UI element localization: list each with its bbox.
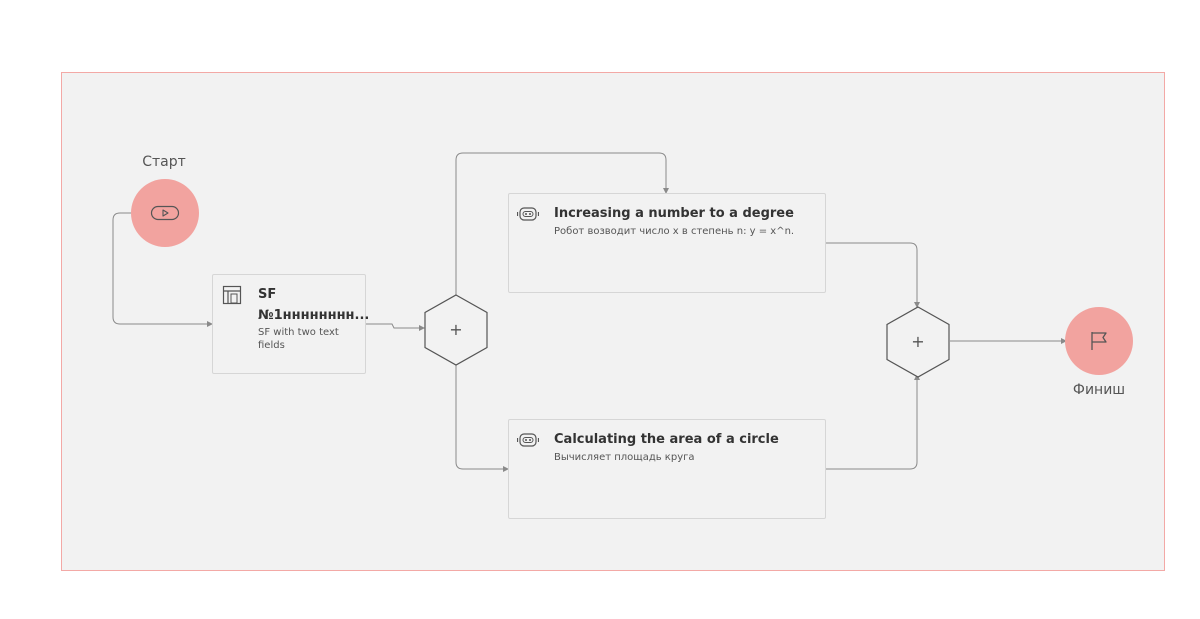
- sf-task-title-line2: №1нннннннн...: [258, 308, 370, 323]
- parallel-join-gateway[interactable]: +: [886, 306, 950, 378]
- sf-task-card[interactable]: SF №1нннннннн... SF with two text fields: [212, 274, 370, 374]
- flag-icon: [1091, 332, 1107, 350]
- finish-event-label: Финиш: [1072, 382, 1126, 398]
- robot-task-circle-area-card[interactable]: Calculating the area of a circle Вычисля…: [508, 419, 826, 519]
- sf-task-description-line2: fields: [258, 340, 285, 351]
- robot-task-circle-area-title: Calculating the area of a circle: [554, 432, 779, 447]
- robot-task-power-card[interactable]: Increasing a number to a degree Робот во…: [508, 193, 826, 293]
- robot-task-power-description: Робот возводит число x в степень n: y = …: [554, 226, 795, 237]
- robot-icon: [517, 433, 539, 447]
- start-event-label: Старт: [142, 154, 186, 170]
- gateway-join-symbol: +: [911, 332, 924, 351]
- form-icon: [222, 285, 242, 305]
- robot-icon: [517, 207, 539, 221]
- sf-task-description-line1: SF with two text: [258, 327, 339, 338]
- robot-task-circle-area-description: Вычисляет площадь круга: [554, 452, 695, 463]
- parallel-split-gateway[interactable]: +: [424, 294, 488, 366]
- start-event[interactable]: [131, 179, 199, 247]
- robot-task-power-title: Increasing a number to a degree: [554, 206, 794, 221]
- gateway-split-symbol: +: [449, 320, 462, 339]
- play-icon: [150, 205, 180, 221]
- sf-task-title-line1: SF: [258, 287, 277, 302]
- finish-event[interactable]: [1065, 307, 1133, 375]
